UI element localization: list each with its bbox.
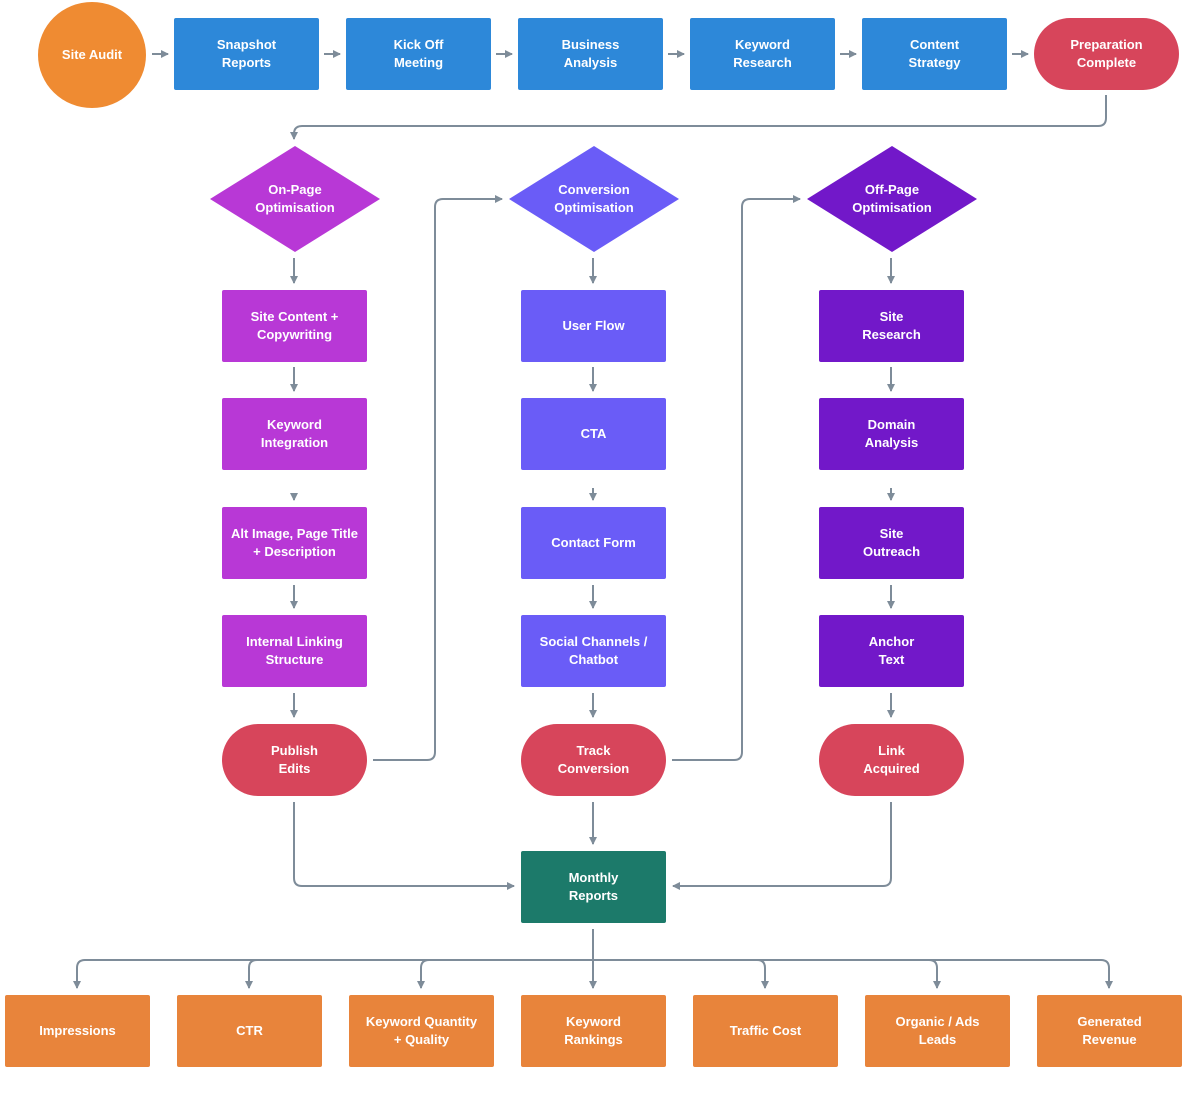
site-audit-node[interactable]: Site Audit — [38, 2, 146, 108]
domain-analysis-node[interactable]: Domain Analysis — [819, 398, 964, 470]
user-flow-node[interactable]: User Flow — [521, 290, 666, 362]
arrow-publish-to-conversion — [373, 195, 503, 761]
site-content-copywriting-node[interactable]: Site Content + Copywriting — [222, 290, 367, 362]
conversion-optimisation-label: Conversion Optimisation — [554, 182, 634, 215]
arrow-track-to-offpage — [672, 195, 801, 761]
on-page-diamond-shape — [210, 146, 380, 252]
site-research-node[interactable]: Site Research — [819, 290, 964, 362]
metric-keyword-quantity-quality[interactable]: Keyword Quantity + Quality — [349, 995, 494, 1067]
arrow-preparation-to-onpage — [290, 95, 1107, 140]
metric-organic-ads-leads[interactable]: Organic / Ads Leads — [865, 995, 1010, 1067]
publish-edits-node[interactable]: Publish Edits — [222, 724, 367, 796]
preparation-complete-node[interactable]: Preparation Complete — [1034, 18, 1179, 90]
social-channels-chatbot-node[interactable]: Social Channels / Chatbot — [521, 615, 666, 687]
business-analysis-node[interactable]: Business Analysis — [518, 18, 663, 90]
line-metrics-bus-left — [73, 959, 593, 989]
metric-traffic-cost[interactable]: Traffic Cost — [693, 995, 838, 1067]
arrow-to-organic-leads — [928, 959, 941, 989]
kick-off-meeting-node[interactable]: Kick Off Meeting — [346, 18, 491, 90]
keyword-integration-node[interactable]: Keyword Integration — [222, 398, 367, 470]
off-page-diamond-shape — [807, 146, 977, 252]
conversion-diamond-shape — [509, 146, 679, 252]
content-strategy-node[interactable]: Content Strategy — [862, 18, 1007, 90]
arrow-publish-to-monthly — [293, 802, 515, 890]
on-page-optimisation-decision[interactable]: On-Page Optimisation — [210, 146, 380, 252]
arrow-link-to-monthly — [672, 802, 892, 890]
monthly-reports-node[interactable]: Monthly Reports — [521, 851, 666, 923]
keyword-research-node[interactable]: Keyword Research — [690, 18, 835, 90]
arrow-to-traffic-cost — [756, 959, 769, 989]
link-acquired-node[interactable]: Link Acquired — [819, 724, 964, 796]
alt-image-page-title-node[interactable]: Alt Image, Page Title + Description — [222, 507, 367, 579]
cta-node[interactable]: CTA — [521, 398, 666, 470]
conversion-optimisation-decision[interactable]: Conversion Optimisation — [509, 146, 679, 252]
metric-keyword-rankings[interactable]: Keyword Rankings — [521, 995, 666, 1067]
off-page-optimisation-label: Off-Page Optimisation — [852, 182, 932, 215]
site-outreach-node[interactable]: Site Outreach — [819, 507, 964, 579]
arrow-to-ctr — [245, 959, 258, 989]
metric-generated-revenue[interactable]: Generated Revenue — [1037, 995, 1182, 1067]
arrow-to-keyword-quantity — [417, 959, 430, 989]
track-conversion-node[interactable]: Track Conversion — [521, 724, 666, 796]
off-page-optimisation-decision[interactable]: Off-Page Optimisation — [807, 146, 977, 252]
anchor-text-node[interactable]: Anchor Text — [819, 615, 964, 687]
internal-linking-structure-node[interactable]: Internal Linking Structure — [222, 615, 367, 687]
line-metrics-bus-right — [593, 959, 1113, 989]
metric-ctr[interactable]: CTR — [177, 995, 322, 1067]
metric-impressions[interactable]: Impressions — [5, 995, 150, 1067]
snapshot-reports-node[interactable]: Snapshot Reports — [174, 18, 319, 90]
contact-form-node[interactable]: Contact Form — [521, 507, 666, 579]
on-page-optimisation-label: On-Page Optimisation — [255, 182, 335, 215]
